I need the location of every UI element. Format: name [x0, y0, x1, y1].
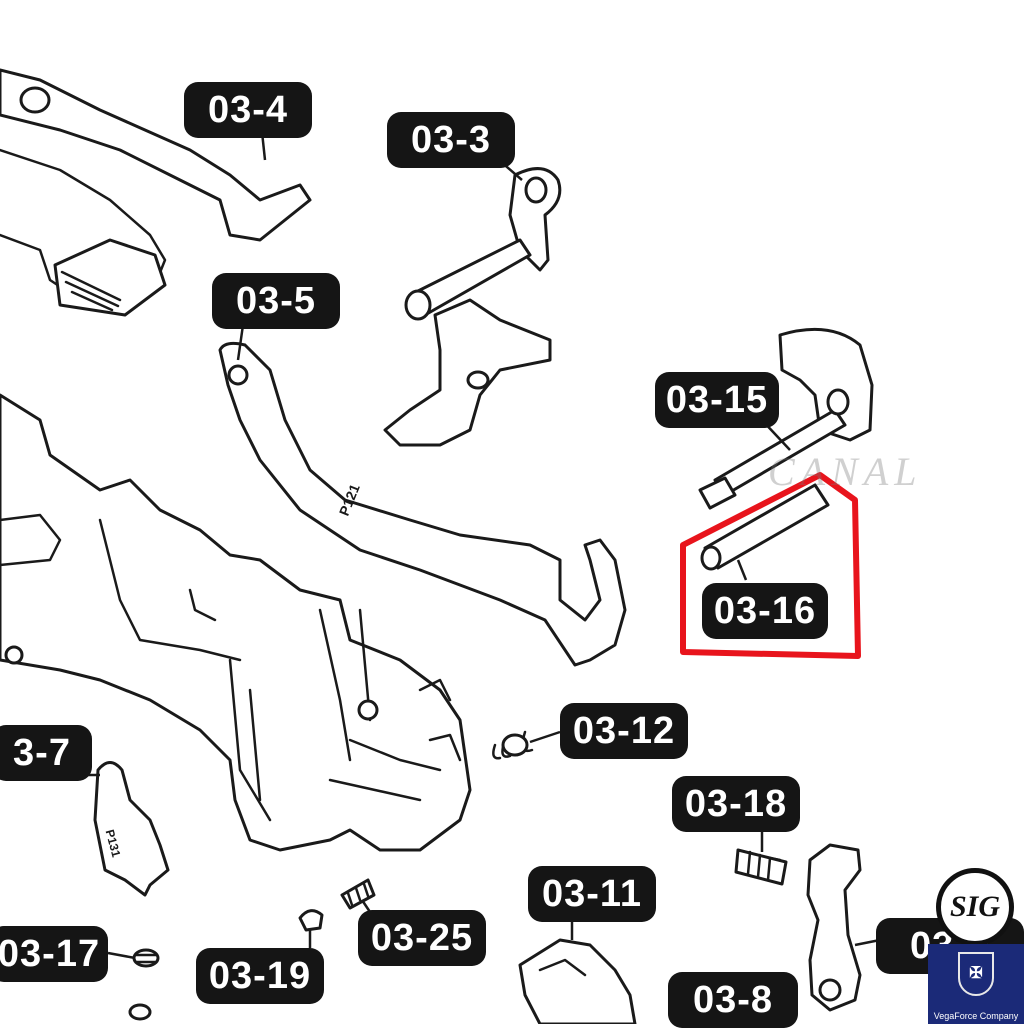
- callout-03-11: 03-11: [528, 866, 656, 922]
- spring-part-03-18: [734, 848, 788, 886]
- callout-03-25: 03-25: [358, 910, 486, 966]
- callout-03-4: 03-4: [184, 82, 312, 138]
- callout-3-7: 3-7: [0, 725, 92, 781]
- part-03-11: [518, 938, 637, 1024]
- callout-03-12: 03-12: [560, 703, 688, 759]
- trigger-bar-part: P121: [218, 341, 627, 667]
- pin-part-03-16: [700, 483, 830, 571]
- spring-part-03-12: [492, 730, 534, 760]
- callout-03-16: 03-16: [702, 583, 828, 639]
- sig-logo: SIG: [936, 868, 1014, 946]
- callout-03-5: 03-5: [212, 273, 340, 329]
- vegaforce-text: VegaForce Company: [933, 1011, 1019, 1021]
- callout-03-17: 03-17: [0, 926, 108, 982]
- lever-part-03-9: [806, 843, 862, 1012]
- safety-lever-part: [383, 167, 562, 447]
- small-pin-03-19: [298, 909, 324, 932]
- watermark-text: CANAL: [768, 449, 923, 494]
- callout-03-8: 03-8: [668, 972, 798, 1028]
- pin-lever-part: [698, 327, 874, 510]
- callout-03-19: 03-19: [196, 948, 324, 1004]
- small-spring-03-25: [340, 878, 376, 910]
- small-part-03-17: [132, 948, 160, 968]
- vegaforce-badge: ✠ VegaForce Company: [928, 944, 1024, 1024]
- highlight-outline: [680, 472, 861, 659]
- frame-housing-part: [0, 393, 472, 852]
- crest-icon: ✠: [958, 952, 994, 996]
- slide-rail-part: [0, 68, 312, 317]
- callout-03-3: 03-3: [387, 112, 515, 168]
- small-part-bottom: [128, 1003, 152, 1021]
- slide-stop-part: P131: [93, 761, 170, 897]
- callout-03-18: 03-18: [672, 776, 800, 832]
- callout-03-15: 03-15: [655, 372, 779, 428]
